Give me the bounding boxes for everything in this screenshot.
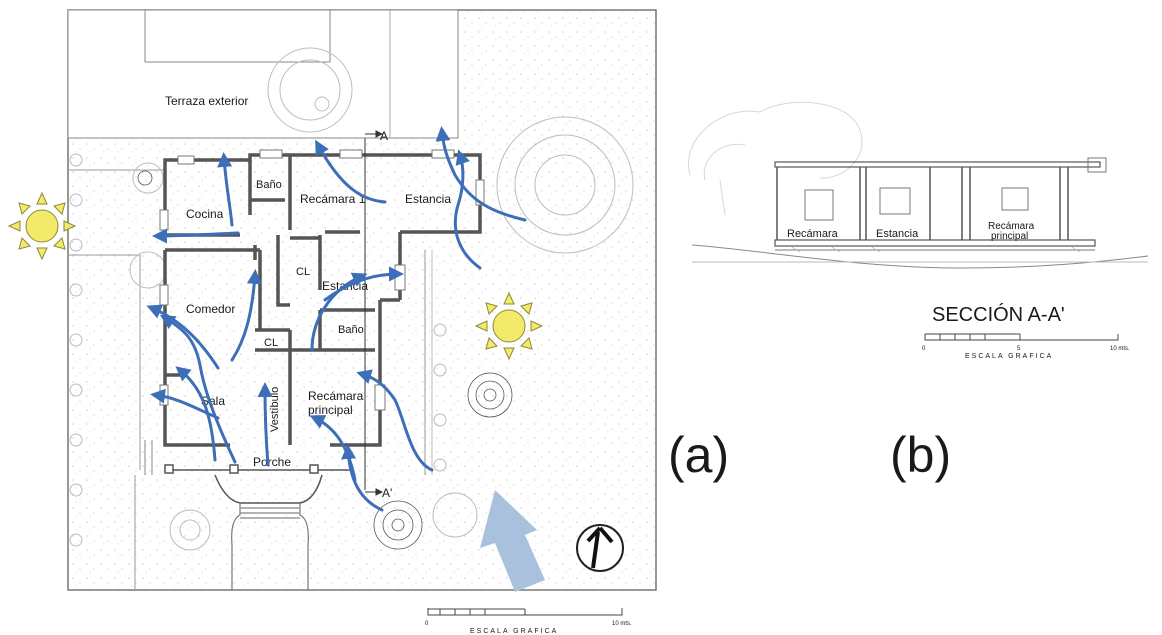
room-recamara-principal-label-2: principal xyxy=(308,403,353,417)
section-room-recamara-label: Recámara xyxy=(787,228,839,240)
section-title: SECCIÓN A-A' xyxy=(932,303,1065,326)
room-recamara-1-label: Recámara 1 xyxy=(300,192,366,206)
panel-label-b: (b) xyxy=(890,427,951,483)
room-cl-lower-label: CL xyxy=(264,337,278,349)
sun-icon xyxy=(7,191,77,261)
section-scale-end: 10 mts. xyxy=(1110,346,1130,352)
airflow-arrow xyxy=(453,149,482,270)
shrubs xyxy=(137,170,513,550)
section-room-estancia-label: Estancia xyxy=(876,228,919,240)
sun-icon xyxy=(474,291,544,361)
section-mark-bottom: A' xyxy=(382,486,392,500)
airflow-arrow xyxy=(146,304,220,370)
airflow-arrow xyxy=(175,366,217,462)
panel-label-a: (a) xyxy=(668,427,729,483)
airflow-arrow xyxy=(435,126,527,222)
vegetation xyxy=(129,47,634,551)
section-roof xyxy=(774,161,1101,168)
room-vestibulo-label: Vestíbulo xyxy=(269,387,281,432)
wind-direction-arrow xyxy=(480,490,545,592)
airflow-arrow xyxy=(323,266,404,302)
airflow-arrow xyxy=(230,269,262,362)
room-cocina-label: Cocina xyxy=(186,207,224,221)
section-mark-top: A xyxy=(380,129,388,143)
room-bano-top-label: Baño xyxy=(256,179,282,191)
porch xyxy=(164,464,350,590)
ground-line xyxy=(691,244,1149,269)
plan-scale-end: 10 mts. xyxy=(612,621,632,627)
room-terraza-label: Terraza exterior xyxy=(165,94,248,108)
plan-scale-bar xyxy=(427,608,623,616)
airflow-arrow xyxy=(257,382,273,467)
room-cl-center-label: CL xyxy=(296,266,310,278)
section-drawing: Recámara Estancia Recámara principal SEC… xyxy=(688,101,1149,360)
plan-scale-start: 0 xyxy=(425,621,429,627)
floor-plan: A A' Terraza exterior Baño Recámara 1 Es… xyxy=(7,9,657,635)
north-arrow-icon xyxy=(576,524,624,572)
section-scale-bar xyxy=(924,333,1119,341)
section-room-recamara-principal-label-2: principal xyxy=(991,231,1028,242)
room-estancia-top-label: Estancia xyxy=(405,192,451,206)
airflow-arrow xyxy=(310,272,368,352)
background-tree xyxy=(688,101,863,216)
airflow-arrow xyxy=(356,369,434,472)
room-recamara-principal-label-1: Recámara xyxy=(308,389,364,403)
section-scale-label: ESCALA GRAFICA xyxy=(965,353,1053,360)
airflow-arrow xyxy=(315,139,387,204)
airflow-arrow xyxy=(217,152,234,227)
section-scale-mid: 5 xyxy=(1017,346,1021,352)
room-bano-mid-label: Baño xyxy=(338,324,364,336)
section-openings xyxy=(804,187,1029,221)
plan-scale-label: ESCALA GRAFICA xyxy=(470,628,558,635)
airflow-arrows xyxy=(146,126,527,512)
airflow-arrow xyxy=(150,388,220,420)
section-scale-start: 0 xyxy=(922,346,926,352)
room-comedor-label: Comedor xyxy=(186,302,235,316)
airflow-arrow xyxy=(159,314,237,464)
section-room-recamara-principal-label-1: Recámara xyxy=(988,221,1035,232)
section-walls xyxy=(776,167,1069,240)
section-floor xyxy=(774,239,1096,247)
hedge-row xyxy=(69,153,447,547)
room-labels: Terraza exterior Baño Recámara 1 Estanci… xyxy=(165,94,451,469)
room-porche-label: Porche xyxy=(253,455,291,469)
airflow-arrow xyxy=(341,444,384,512)
airflow-arrow xyxy=(152,228,240,244)
